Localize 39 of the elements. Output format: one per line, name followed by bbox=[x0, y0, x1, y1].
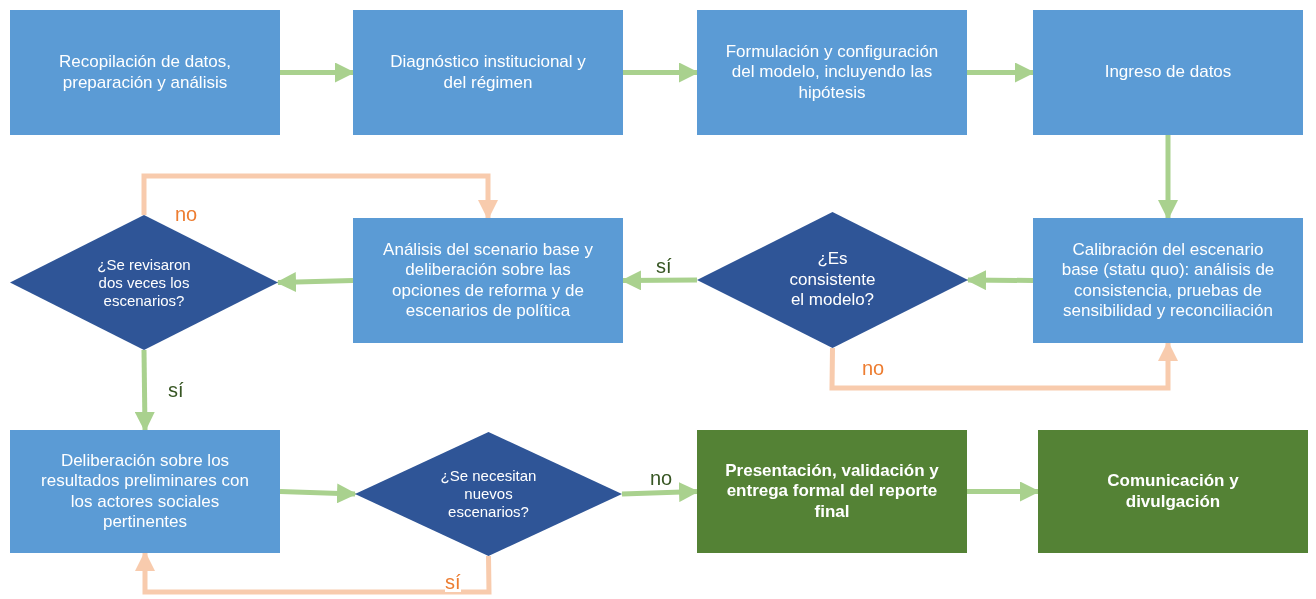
process-box bbox=[697, 10, 967, 135]
step-text: Presentación, validación y entrega formal del reporte final bbox=[724, 460, 940, 523]
edge-label: sí bbox=[445, 572, 461, 592]
decision-diamond bbox=[355, 432, 622, 556]
edge-label: sí bbox=[168, 380, 184, 400]
process-box bbox=[10, 10, 280, 135]
process-box bbox=[1033, 10, 1303, 135]
arrow bbox=[141, 173, 498, 220]
arrow bbox=[967, 481, 1040, 502]
arrow bbox=[279, 483, 357, 504]
step-text: Comunicación y divulgación bbox=[1106, 471, 1240, 512]
step-text: Ingreso de datos bbox=[1103, 62, 1233, 83]
step-text: Calibración del escenario base (statu quo): análisis de consistencia, pruebas de sensibilidad y reconciliación bbox=[1060, 239, 1276, 322]
step-text: Diagnóstico institucional y del régimen bbox=[389, 52, 587, 93]
step-text: Formulación y configuración del modelo, incluyendo las hipótesis bbox=[724, 41, 940, 104]
arrow bbox=[966, 270, 1033, 291]
process-box bbox=[1038, 430, 1308, 553]
arrow bbox=[135, 551, 492, 595]
edge-label: sí bbox=[656, 256, 672, 276]
arrow bbox=[280, 62, 355, 83]
step-text: Deliberación sobre los resultados preliminares con los actores sociales pertinentes bbox=[40, 450, 250, 533]
process-box bbox=[10, 430, 280, 553]
process-box bbox=[353, 218, 623, 343]
process-box bbox=[697, 430, 967, 553]
arrow bbox=[967, 62, 1035, 83]
arrow bbox=[621, 482, 699, 503]
arrow bbox=[829, 341, 1178, 391]
arrow bbox=[276, 272, 354, 292]
decision-diamond bbox=[697, 212, 968, 348]
arrow bbox=[623, 62, 699, 83]
process-box bbox=[1033, 218, 1303, 343]
decision-question: ¿Es consistente el modelo? bbox=[788, 249, 877, 311]
arrow bbox=[134, 349, 155, 432]
step-text: Recopilación de datos, preparación y análisis bbox=[58, 52, 232, 93]
step-text: Análisis del scenario base y deliberación sobre las opciones de reforma y de escenarios de política bbox=[382, 239, 594, 322]
decision-question: ¿Se revisaron dos veces los escenarios? bbox=[96, 255, 192, 310]
decision-question: ¿Se necesitan nuevos escenarios? bbox=[439, 467, 538, 521]
process-box bbox=[353, 10, 623, 135]
arrow bbox=[1158, 135, 1178, 220]
